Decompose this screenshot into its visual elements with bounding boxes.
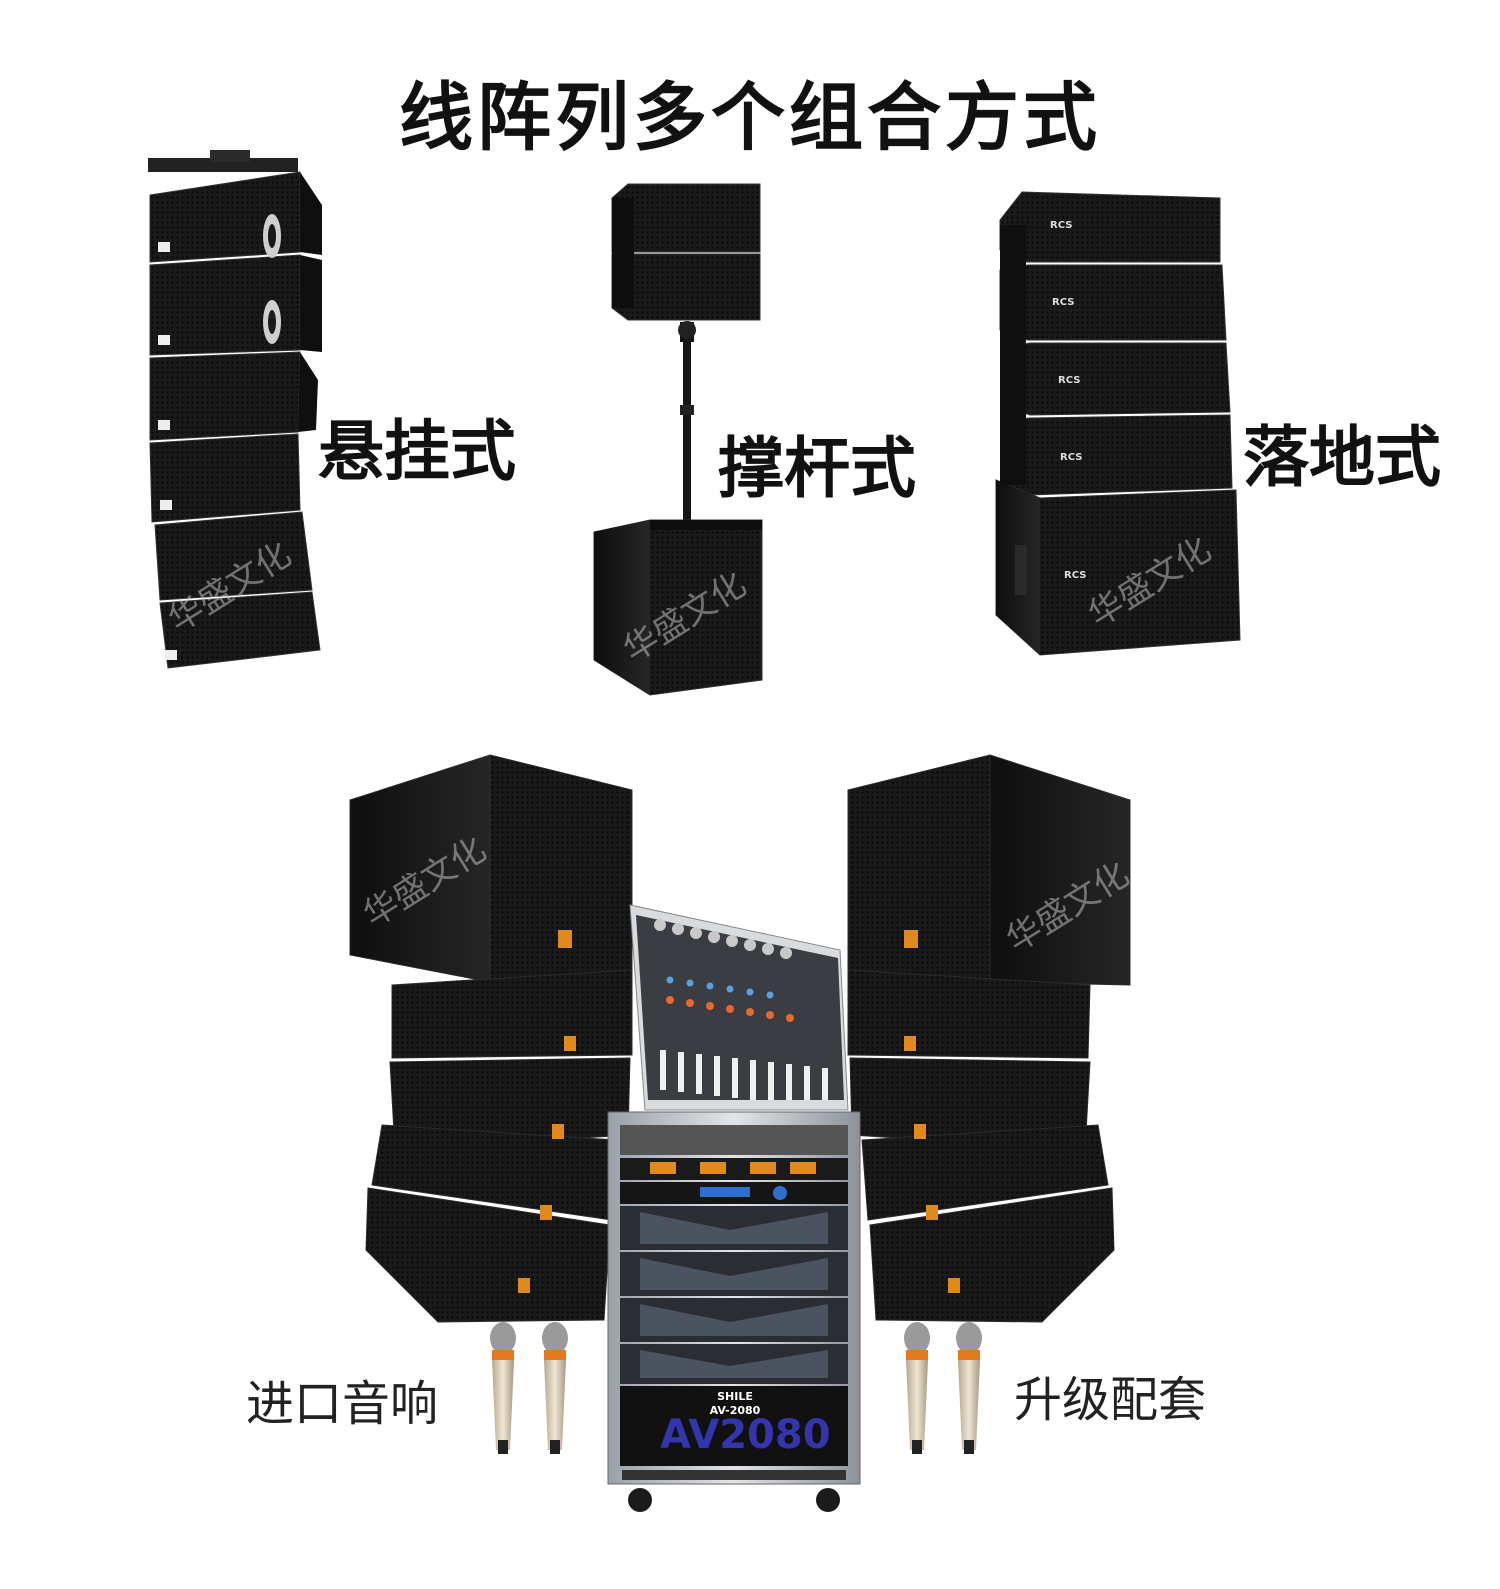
amp-big-label: AV2080 [660,1412,831,1458]
label-pole: 撑杆式 [718,429,916,507]
label-ground: 落地式 [1243,418,1441,496]
audio-mixer [629,904,849,1111]
pole-mount-speaker [593,183,763,696]
label-upgrade-kit: 升级配套 [1014,1372,1207,1428]
rcs-badge-3: RCS [1058,375,1080,386]
ground-stack-line-array [995,191,1241,656]
equipment-rack [607,1111,861,1512]
label-imported-audio: 进口音响 [246,1376,439,1432]
rcs-badge-4: RCS [1060,452,1082,463]
amp-brand: SHILE [717,1390,753,1403]
page-title: 线阵列多个组合方式 [399,75,1101,161]
rcs-badge-5: RCS [1064,570,1086,581]
rcs-badge-2: RCS [1052,297,1074,308]
amp-model: AV-2080 [709,1404,761,1417]
wireless-microphones [490,1322,982,1454]
right-speaker-stack [847,754,1131,1323]
left-speaker-stack [349,754,633,1323]
rcs-badge-1: RCS [1050,220,1072,231]
label-hanging: 悬挂式 [318,412,516,490]
hanging-line-array [148,150,322,669]
